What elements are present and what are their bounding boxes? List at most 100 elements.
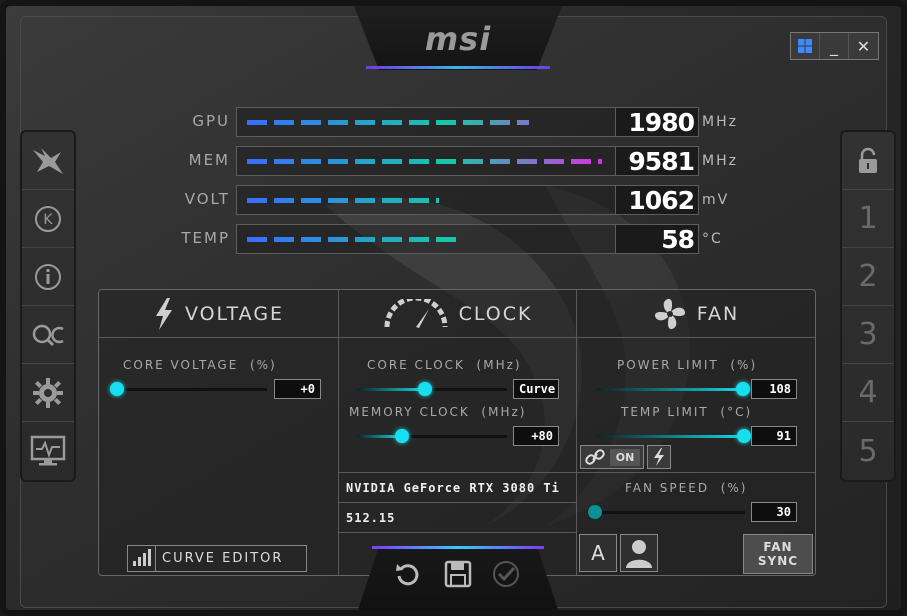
meter-fill [247,159,602,164]
voltage-section: VOLTAGE CORE VOLTAGE (%) +0 CURVE EDITOR [99,290,339,575]
oc-scanner-icon[interactable] [22,306,74,364]
logo-glow [366,66,550,69]
voltage-title: VOLTAGE [184,302,285,325]
save-icon[interactable] [442,558,474,590]
divider [339,532,577,533]
profile-1-button[interactable]: 1 [842,190,894,248]
meter-value: 1980 [628,108,695,137]
dragon-icon[interactable] [22,132,74,190]
slider-knob[interactable] [395,429,409,443]
meter-value: 58 [661,225,695,254]
meter-fill [247,237,457,242]
slider-fill [597,388,743,391]
memory-clock-slider[interactable] [357,429,507,443]
monitor-icon[interactable] [22,422,74,480]
lock-icon[interactable] [842,132,894,190]
memory-clock-label: MEMORY CLOCK (MHz) [349,405,527,419]
fan-section: FAN POWER LIMIT (%) 108 TEMP LIMIT (°C) … [577,290,815,575]
temp-limit-value[interactable]: 91 [751,426,797,446]
clock-title: CLOCK [458,302,533,325]
meter-unit: MHz [702,114,738,130]
clock-header: CLOCK [339,290,576,338]
core-clock-value[interactable]: Curve [513,379,559,399]
meter-label: TEMP [181,229,230,247]
bottom-glow [372,546,544,549]
meter-bar [236,107,616,137]
user-fan-button[interactable] [620,534,658,572]
meter-value-box: 9581 [615,146,699,176]
meter-label: MEM [188,151,230,169]
core-clock-slider[interactable] [357,382,507,396]
minimize-button[interactable]: _ [820,33,849,59]
fan-sync-label: SYNC [757,554,799,568]
left-sidebar: K [20,130,76,482]
core-voltage-label: CORE VOLTAGE (%) [123,358,277,372]
slider-knob[interactable] [735,382,750,396]
info-icon[interactable] [22,248,74,306]
meter-unit: mV [702,192,730,208]
fan-speed-value[interactable]: 30 [751,502,797,522]
meter-label: VOLT [184,190,230,208]
meter-fill [247,198,439,203]
bottom-action-tab [354,546,562,610]
profile-4-button[interactable]: 4 [842,364,894,422]
meter-bar [236,146,616,176]
profile-5-button[interactable]: 5 [842,422,894,480]
lightning-icon [654,448,664,466]
divider [339,502,577,503]
slider-knob[interactable] [737,429,751,443]
divider [339,472,577,473]
k-boost-icon[interactable]: K [22,190,74,248]
meter-value-box: 1980 [615,107,699,137]
voltage-meter: VOLT 1062 mV [166,185,766,215]
power-limit-label: POWER LIMIT (%) [617,358,758,372]
svg-text:K: K [43,212,53,228]
power-limit-value[interactable]: 108 [751,379,797,399]
profile-3-button[interactable]: 3 [842,306,894,364]
meter-bar [236,224,616,254]
slider-knob[interactable] [110,382,124,396]
settings-gear-icon[interactable] [22,364,74,422]
link-icon [585,449,605,465]
lightning-toggle[interactable] [647,445,671,469]
logo-tab [354,6,562,70]
fan-sync-button[interactable]: FAN SYNC [743,534,813,574]
apply-check-icon[interactable] [490,558,522,590]
curve-editor-label: CURVE EDITOR [162,551,284,566]
profile-2-button[interactable]: 2 [842,248,894,306]
right-sidebar: 1 2 3 4 5 [840,130,896,482]
close-button[interactable]: ✕ [856,36,871,56]
fan-speed-slider[interactable] [588,505,745,519]
slider-knob[interactable] [588,505,602,519]
meter-value: 9581 [628,147,695,176]
divider [577,472,815,473]
user-icon [626,540,652,568]
profile-label: 2 [858,259,878,294]
curve-editor-button[interactable]: CURVE EDITOR [127,545,307,572]
clock-section: CLOCK CORE CLOCK (MHz) Curve MEMORY CLOC… [339,290,577,575]
control-panel: VOLTAGE CORE VOLTAGE (%) +0 CURVE EDITOR… [98,289,816,576]
profile-label: 3 [858,317,878,352]
profile-label: 1 [858,201,878,236]
meter-value-box: 58 [615,224,699,254]
slider-knob[interactable] [417,382,432,396]
windows-icon[interactable] [791,33,820,59]
auto-fan-button[interactable]: A [579,534,617,572]
core-voltage-value[interactable]: +0 [274,379,321,399]
fan-sync-label: FAN [763,540,793,554]
meter-unit: °C [702,231,723,247]
speedometer-icon [384,298,448,328]
power-limit-slider[interactable] [597,382,750,396]
mem-clock-meter: MEM 9581 MHz [166,146,766,176]
core-voltage-slider[interactable] [110,382,267,396]
driver-version: 512.15 [346,511,396,525]
temp-limit-slider[interactable] [597,429,751,443]
meter-bar [236,185,616,215]
reset-icon[interactable] [392,558,424,590]
meter-fill [247,120,530,125]
link-toggle-state: ON [609,448,641,466]
link-limits-toggle[interactable]: ON [580,445,644,469]
meter-unit: MHz [702,153,738,169]
memory-clock-value[interactable]: +80 [513,426,559,446]
gpu-name: NVIDIA GeForce RTX 3080 Ti [346,481,560,495]
